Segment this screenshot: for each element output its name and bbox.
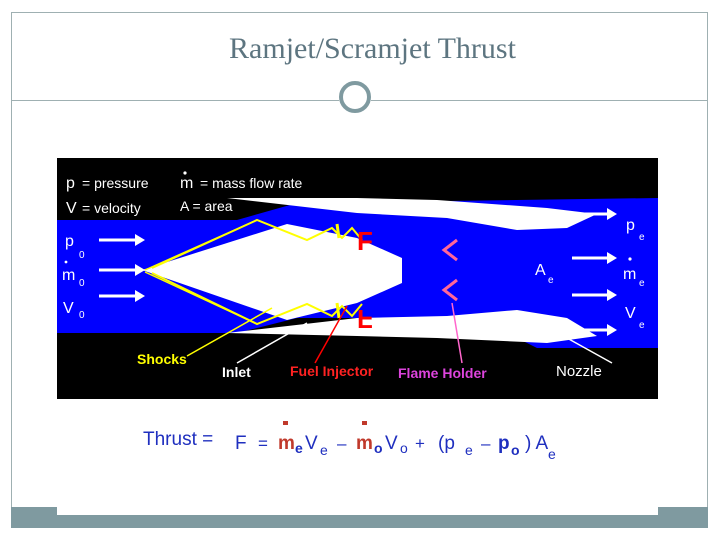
- formula-dot-1: [283, 421, 288, 425]
- callout-nozzle: Nozzle: [556, 363, 602, 380]
- injector-lower: [335, 302, 341, 319]
- footer-gap: [57, 507, 658, 515]
- fuel-marker-upper: F: [357, 226, 373, 256]
- inflow-arrow-1: [99, 234, 145, 246]
- flame-holder-lower: [441, 278, 458, 302]
- shock-line-inner-top: [144, 219, 258, 271]
- outflow-arrow-2: [572, 252, 617, 264]
- title-rule-right: [371, 100, 708, 101]
- formula-sub-o1: o: [374, 440, 383, 456]
- formula-m1: m: [278, 433, 295, 454]
- outflow-m-dot: [628, 257, 632, 261]
- thrust-formula: Thrust = F = m e V e – m o V o + (p e – …: [57, 399, 658, 507]
- legend-p-letter: p: [66, 175, 75, 192]
- formula-sub-o2: o: [400, 440, 408, 456]
- formula-F: F: [235, 433, 247, 454]
- leader-inlet: [236, 322, 308, 364]
- leader-nozzle: [566, 337, 613, 364]
- inflow-arrow-2: [99, 264, 145, 276]
- formula-m2: m: [356, 433, 373, 454]
- formula-thrust-label: Thrust =: [143, 429, 213, 450]
- outflow-v: V: [625, 305, 636, 322]
- outflow-m-sub: e: [639, 278, 645, 289]
- formula-minus2: –: [481, 434, 491, 453]
- callout-flame-holder: Flame Holder: [398, 365, 487, 381]
- inflow-m-sub: 0: [79, 278, 85, 289]
- upper-cowl: [227, 198, 597, 230]
- shock-line-inner-bottom: [144, 271, 258, 325]
- formula-p2: p: [498, 433, 510, 454]
- formula-sub-o3: o: [511, 442, 520, 458]
- formula-plus: +: [415, 434, 425, 453]
- formula-minus1: –: [337, 434, 347, 453]
- injector-upper: [335, 223, 341, 239]
- outflow-p: p: [626, 217, 635, 234]
- inflow-arrow-3: [99, 290, 145, 302]
- center-body: [142, 224, 402, 320]
- fuel-marker-lower: F: [357, 304, 373, 334]
- inflow-p: p: [65, 233, 74, 250]
- formula-dot-2: [362, 421, 367, 425]
- inflow-p-sub: 0: [79, 250, 85, 261]
- slide-title: Ramjet/Scramjet Thrust: [229, 32, 516, 65]
- leader-fuel: [314, 305, 348, 364]
- circle-ornament-icon: [339, 81, 371, 113]
- legend-v-desc: = velocity: [82, 200, 141, 216]
- inflow-m: m: [62, 267, 75, 284]
- callout-inlet: Inlet: [222, 364, 251, 380]
- formula-sub-e4: e: [548, 446, 556, 462]
- callout-fuel-injector: Fuel Injector: [290, 363, 374, 379]
- leader-flame: [451, 302, 463, 364]
- inflow-m-dot: [64, 260, 68, 264]
- formula-V2: V: [385, 433, 398, 454]
- inflow-v-sub: 0: [79, 310, 85, 321]
- exit-area-a: A: [535, 262, 546, 279]
- exit-area-sub: e: [548, 275, 554, 286]
- legend-m-desc: = mass flow rate: [200, 175, 303, 191]
- outflow-m: m: [623, 266, 636, 283]
- legend-m-dot: [183, 171, 187, 175]
- formula-sub-e2: e: [320, 442, 328, 458]
- legend-p-desc: = pressure: [82, 175, 149, 191]
- lower-cowl: [227, 310, 597, 343]
- formula-sub-e3: e: [465, 442, 473, 458]
- leader-shocks: [186, 307, 273, 357]
- formula-close: ) A: [525, 433, 549, 454]
- legend-m-letter: m: [180, 175, 193, 192]
- formula-sub-e1: e: [295, 440, 303, 456]
- legend-a-desc: A = area: [180, 198, 233, 214]
- outflow-arrow-1: [572, 208, 617, 220]
- formula-open: (p: [438, 433, 455, 454]
- outflow-arrow-3: [572, 289, 617, 301]
- formula-V1: V: [305, 433, 318, 454]
- title-rule-left: [11, 100, 339, 101]
- legend-v-letter: V: [66, 200, 77, 217]
- ramjet-diagram: F F p = pressure m = mass flow rate V = …: [57, 158, 658, 399]
- outflow-p-sub: e: [639, 232, 645, 243]
- inflow-v: V: [63, 300, 74, 317]
- outflow-v-sub: e: [639, 320, 645, 331]
- callout-shocks: Shocks: [137, 351, 187, 367]
- outflow-arrow-4: [572, 324, 617, 336]
- formula-eq: =: [258, 434, 268, 453]
- flame-holder-upper: [441, 238, 458, 262]
